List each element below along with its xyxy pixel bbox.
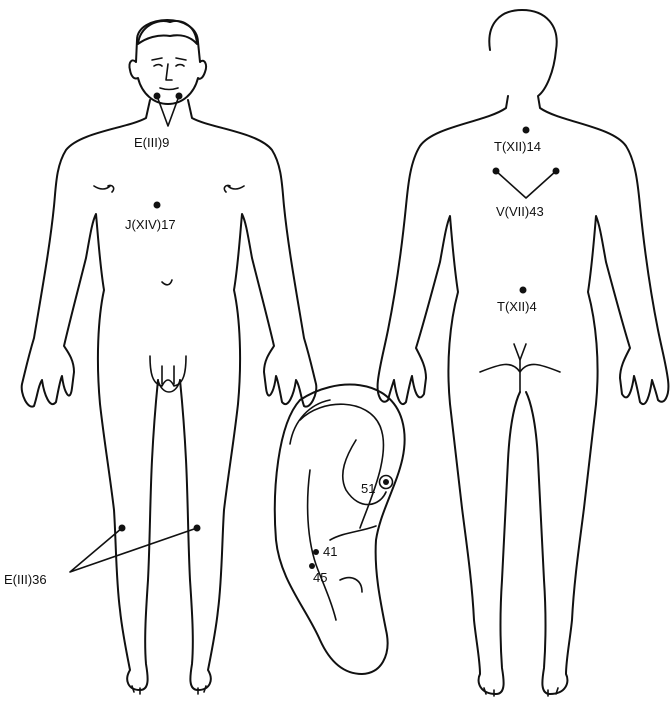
label-front-chest: J(XIV)17 <box>125 217 176 232</box>
label-back-upper: T(XII)14 <box>494 139 541 154</box>
label-ear-mid: 41 <box>323 544 337 559</box>
label-ear-low: 45 <box>313 570 327 585</box>
label-ear-top: 51 <box>361 481 375 496</box>
label-front-legs: E(III)36 <box>4 572 47 587</box>
back-figure <box>378 10 669 696</box>
label-back-shoulder-blades: V(VII)43 <box>496 204 544 219</box>
label-front-neck: E(III)9 <box>134 135 169 150</box>
label-back-lower: T(XII)4 <box>497 299 537 314</box>
ear-diagram <box>275 385 405 674</box>
front-figure <box>22 20 317 694</box>
